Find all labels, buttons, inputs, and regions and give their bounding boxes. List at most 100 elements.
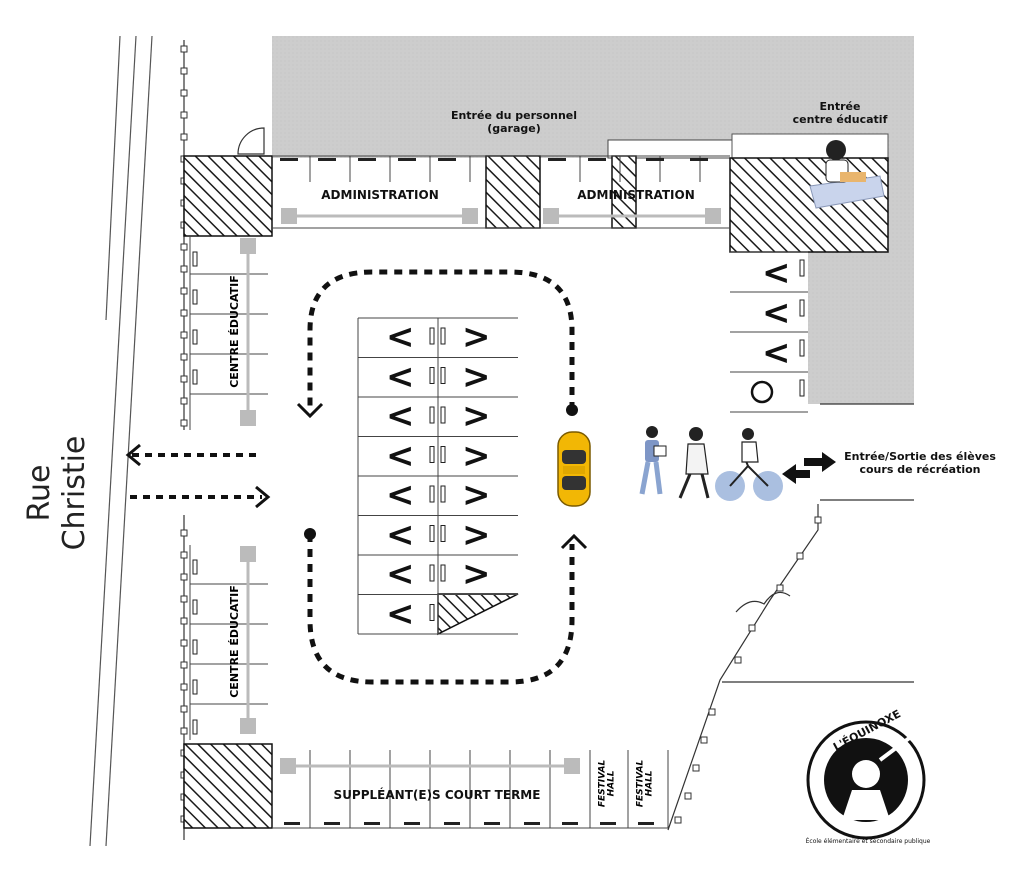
- island-stall-mark: [440, 525, 446, 542]
- centre-top-label: CENTRE ÉDUCATIF: [227, 275, 241, 388]
- fence-post: [180, 243, 188, 251]
- substitutes-label: SUPPLÉANT(E)S COURT TERME: [333, 788, 541, 802]
- substitutes-bar: [280, 758, 580, 774]
- chevron-arrow: >: [462, 396, 491, 436]
- stall-mark: [444, 822, 460, 825]
- chevron-arrow: <: [386, 554, 415, 594]
- stall-mark: [600, 822, 616, 825]
- right-stall-mark: [799, 259, 805, 277]
- school-logo: [806, 720, 926, 840]
- door-arc: [237, 127, 265, 155]
- stall-mark: [192, 559, 198, 575]
- bicycle-icon: [715, 428, 783, 501]
- stall-mark: [192, 289, 198, 305]
- chevron-arrow: >: [462, 475, 491, 515]
- stall-mark: [404, 822, 420, 825]
- fence-post: [180, 89, 188, 97]
- fence-post: [180, 639, 188, 647]
- stall-mark: [562, 822, 578, 825]
- stall-mark: [192, 251, 198, 267]
- stall-mark: [524, 822, 540, 825]
- fence-post: [180, 551, 188, 559]
- stall-mark: [192, 369, 198, 385]
- central-island: [357, 317, 518, 635]
- fence-post: [684, 792, 692, 800]
- centre-entrance-label: Entrée centre éducatif: [792, 100, 888, 127]
- entry-arrow-head: [255, 485, 271, 509]
- logo-ring-text: École élémentaire et secondaire publique: [805, 838, 931, 845]
- left-parking-top: [189, 236, 268, 430]
- right-stall-mark: [799, 299, 805, 317]
- island-stall-mark: [429, 406, 435, 424]
- fence-post: [180, 375, 188, 383]
- stall-mark: [318, 158, 336, 161]
- stall-mark: [192, 639, 198, 655]
- fence-post: [708, 708, 716, 716]
- chevron-arrow: <: [386, 435, 415, 476]
- chevron-arrow: >: [462, 514, 491, 555]
- stall-mark: [548, 158, 566, 161]
- fence-diagonal-posts: [674, 516, 822, 824]
- fence-post: [180, 529, 188, 537]
- chevron-arrow: >: [462, 317, 491, 357]
- stall-mark: [438, 158, 456, 161]
- street-lines: [89, 35, 153, 847]
- car-icon: [557, 431, 591, 507]
- stall-mark: [646, 158, 664, 161]
- island-stall-mark: [440, 367, 446, 384]
- fence-post: [180, 617, 188, 625]
- centre-entrance-box: [731, 133, 889, 159]
- chevron-arrow: >: [462, 435, 491, 476]
- fence-post: [180, 573, 188, 581]
- students-entrance-label: Entrée/Sortie des élèves cours de récréa…: [844, 450, 996, 477]
- fence-post: [180, 705, 188, 713]
- left-parking-bottom: [189, 545, 268, 740]
- island-stall-mark: [440, 446, 446, 463]
- admin-parking-lines: [272, 155, 730, 229]
- fence-post: [674, 816, 682, 824]
- left-bottom-post-b: [240, 718, 256, 734]
- chevron-arrow: <: [386, 396, 415, 436]
- circulation-path-top: [307, 269, 575, 412]
- chevron-arrow: <: [386, 475, 415, 515]
- street-name: Rue Christie: [22, 435, 92, 551]
- fence-post: [180, 133, 188, 141]
- stall-mark: [364, 822, 380, 825]
- chevron-arrow: <: [386, 593, 415, 634]
- left-bottom-post-a: [240, 546, 256, 562]
- island-stall-mark: [429, 485, 435, 503]
- stall-mark: [284, 822, 300, 825]
- island-stall-mark: [440, 327, 446, 345]
- stall-mark: [484, 822, 500, 825]
- hatched-corner-top-left: [183, 155, 273, 237]
- stall-mark: [358, 158, 376, 161]
- fence-post: [180, 419, 188, 427]
- hatched-corner-bottom-left: [183, 743, 273, 829]
- double-arrow-icon: [782, 452, 836, 484]
- chevron-arrow: <: [762, 253, 791, 293]
- fence-post: [776, 584, 784, 592]
- fence-post: [814, 516, 822, 524]
- exit-arrow-head: [125, 443, 141, 467]
- fence-post: [180, 595, 188, 603]
- chevron-arrow: <: [762, 333, 791, 373]
- fence-post: [180, 683, 188, 691]
- hatched-triangle: [437, 593, 519, 636]
- stall-mark: [690, 158, 708, 161]
- fence-post: [180, 287, 188, 295]
- stall-mark: [192, 679, 198, 695]
- fence-post: [180, 45, 188, 53]
- child-reading-icon: [809, 140, 885, 209]
- right-stall-mark: [799, 379, 805, 397]
- chevron-arrow: >: [462, 356, 491, 397]
- chevron-arrow: <: [386, 317, 415, 357]
- admin-left-label: ADMINISTRATION: [321, 188, 439, 202]
- path-start-dot: [566, 404, 578, 416]
- chevron-arrow: <: [386, 514, 415, 555]
- fence-post: [180, 397, 188, 405]
- chevron-arrow: <: [762, 293, 791, 333]
- accessible-parking-icon: [750, 380, 774, 404]
- hatched-block-top-mid: [485, 155, 541, 229]
